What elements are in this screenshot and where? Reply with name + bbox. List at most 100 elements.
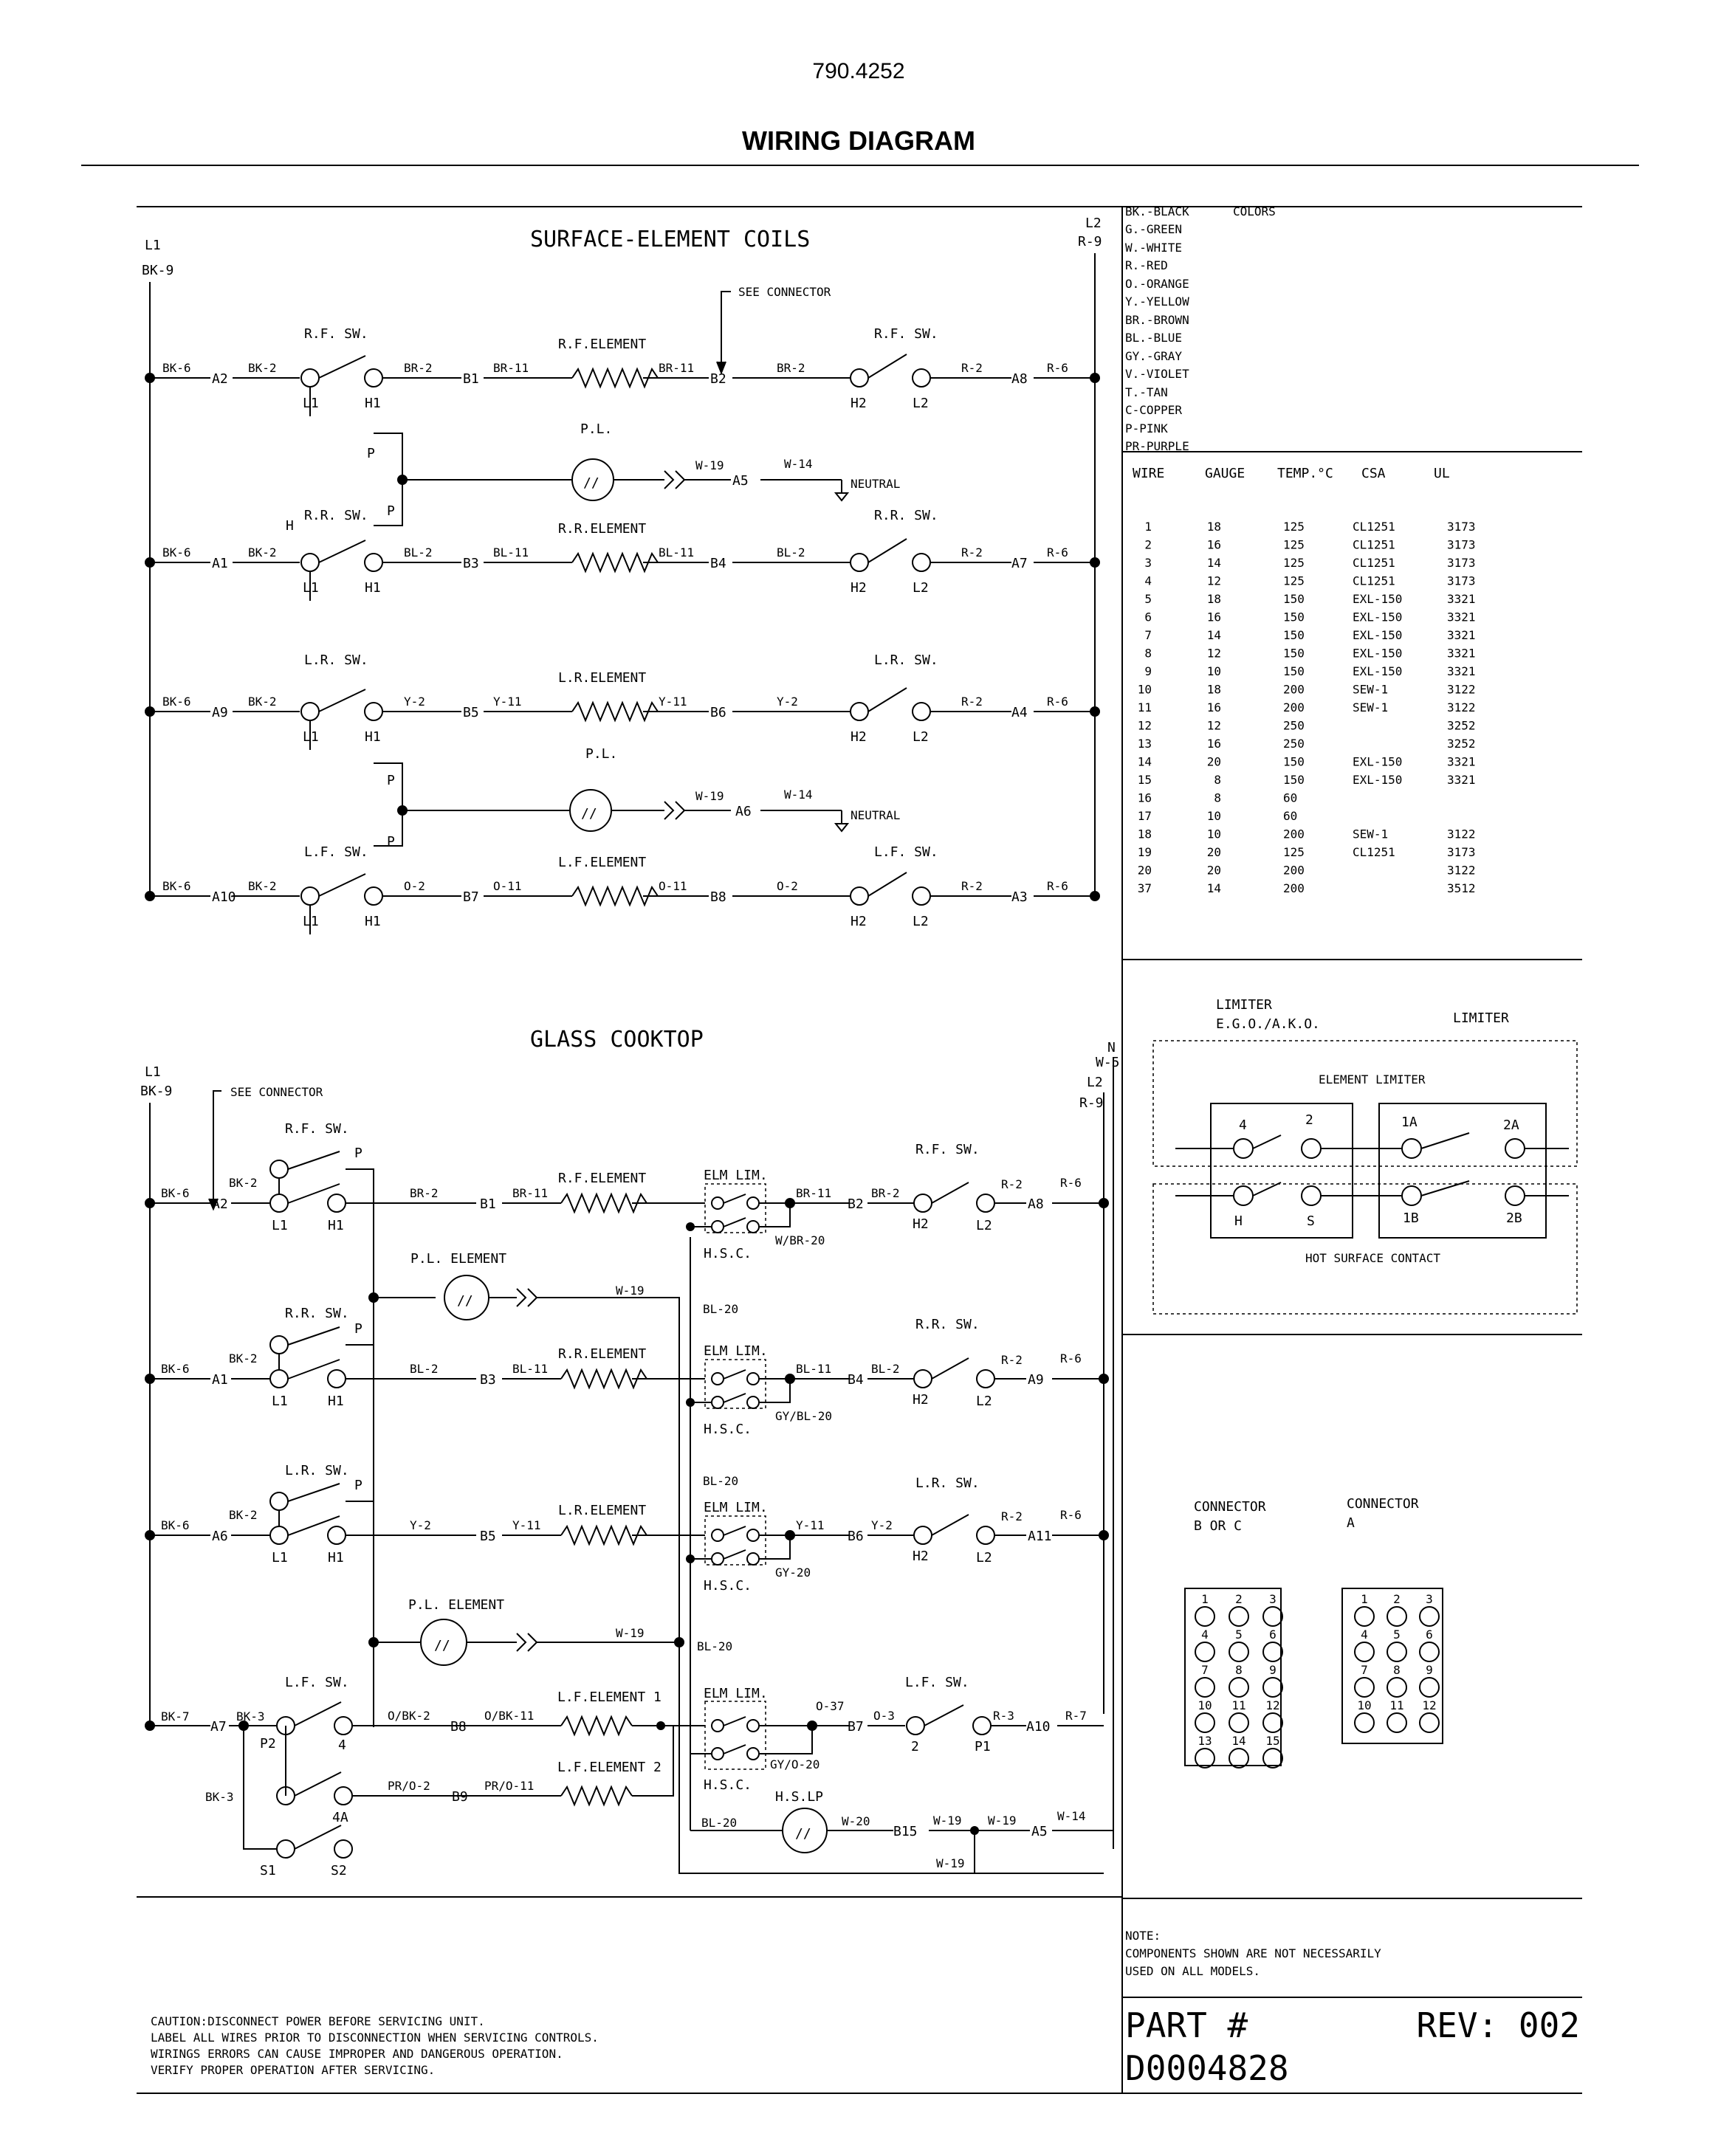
terminal-label: A1 <box>212 556 228 571</box>
wire-label: BK-6 <box>161 1186 190 1200</box>
terminal-label: B7 <box>463 889 479 905</box>
terminal-label: B3 <box>463 556 479 571</box>
wire-table-cell: 6 <box>1144 610 1152 624</box>
limiter-left-subtitle: E.G.O./A.K.O. <box>1216 1016 1320 1032</box>
wire-table-cell: CL1251 <box>1353 556 1395 570</box>
wire-label: BK-2 <box>229 1508 258 1522</box>
wire-label: BK-6 <box>161 1362 190 1376</box>
n-label: N <box>1107 1040 1116 1055</box>
neutral-label: NEUTRAL <box>851 477 900 491</box>
wire-table-cell: 37 <box>1138 881 1152 895</box>
switch-contact <box>850 368 869 388</box>
terminal-label: A7 <box>210 1719 227 1735</box>
wire-table-cell: 10 <box>1207 827 1221 841</box>
connector-pin <box>1354 1712 1375 1733</box>
wire-table-cell: EXL-150 <box>1353 773 1402 787</box>
pilot-light-glyph: // <box>795 1826 811 1842</box>
wire-table-cell: 16 <box>1207 700 1221 714</box>
switch-blade <box>287 1326 340 1346</box>
pin-number: 12 <box>1265 1698 1279 1712</box>
contact <box>746 1220 760 1233</box>
switch-label: R.R. SW. <box>874 508 938 523</box>
switch-contact <box>912 702 931 721</box>
wire-label: GY-20 <box>775 1566 811 1580</box>
pin-number: 4 <box>1361 1628 1368 1642</box>
wire-label: W-19 <box>616 1626 645 1640</box>
terminal-label: B6 <box>848 1529 864 1544</box>
pin-number: 13 <box>1198 1734 1212 1748</box>
wire-label: R-6 <box>1047 879 1068 893</box>
terminal-label: A2 <box>212 371 228 387</box>
pin-number: 3 <box>1426 1592 1433 1606</box>
cooktop-title: GLASS COOKTOP <box>530 1027 704 1053</box>
wire-label: BK-6 <box>162 695 191 709</box>
lf-switch2-label: L.F. SW. <box>905 1675 969 1690</box>
wire-table-cell: 12 <box>1138 719 1152 733</box>
connector-arrow-icon <box>664 470 686 489</box>
pin-label: H1 <box>328 1394 344 1409</box>
switch-label: R.F. SW. <box>915 1142 980 1157</box>
wire-table-cell: 16 <box>1207 610 1221 624</box>
hsc-label: H.S.C. <box>704 1777 752 1793</box>
wire-table-cell: 14 <box>1207 881 1221 895</box>
connector-a-subtitle: A <box>1347 1515 1355 1531</box>
pin-label: 4 <box>338 1737 346 1753</box>
pin-label: P <box>387 503 395 519</box>
limiter-left-title: LIMITER <box>1216 997 1272 1013</box>
element-label: L.F.ELEMENT <box>558 855 646 870</box>
terminal-label: B5 <box>480 1529 496 1544</box>
wire-table-cell: 125 <box>1283 538 1305 552</box>
switch-contact <box>300 702 320 721</box>
see-connector-label: SEE CONNECTOR <box>738 285 831 299</box>
wire-table-cell: 3173 <box>1447 845 1476 859</box>
pin-label: P <box>387 834 395 850</box>
wire-table-cell: 125 <box>1283 520 1305 534</box>
color-item: R.-RED <box>1125 258 1168 272</box>
connector-pin <box>1354 1677 1375 1698</box>
terminal-label: B9 <box>452 1789 468 1805</box>
pin-number: 5 <box>1235 1628 1243 1642</box>
wire-table-cell: 3321 <box>1447 664 1476 678</box>
wire-label: R-6 <box>1060 1351 1082 1365</box>
wire-label: R-2 <box>1001 1509 1023 1523</box>
hslp-row: BL-20 // H.S.LP W-20 B15 W-19 W-19 A5 W-… <box>690 1789 1113 1873</box>
switch-contact <box>850 886 869 906</box>
wire-table-cell: 8 <box>1214 791 1221 805</box>
elm-lim-label: ELM LIM. <box>704 1500 768 1515</box>
switch-contact <box>912 553 931 572</box>
wire-table-cell: 200 <box>1283 881 1305 895</box>
wire-label: R-6 <box>1047 361 1068 375</box>
pilot-light-1: // P.L. W-19 A5 W-14 NEUTRAL <box>402 421 900 502</box>
pin-label: H2 <box>851 396 867 411</box>
ego-limiter <box>1210 1103 1353 1239</box>
connector-pin <box>1354 1606 1375 1627</box>
wire <box>374 433 403 480</box>
wire-label: R-6 <box>1060 1176 1082 1190</box>
contact <box>711 1529 724 1542</box>
pin-number: 4 <box>1201 1628 1209 1642</box>
connector-pin <box>1229 1677 1249 1698</box>
switch-contact <box>364 368 383 388</box>
wire-label: BL-2 <box>777 545 805 559</box>
color-item: P-PINK <box>1125 421 1168 435</box>
contact <box>711 1196 724 1210</box>
wire-label: W-14 <box>1057 1809 1086 1823</box>
terminal-label: A10 <box>212 889 236 905</box>
wire-label: Y-2 <box>404 695 425 709</box>
junction-dot <box>1090 706 1100 717</box>
pin-label: H1 <box>365 729 381 745</box>
terminal-label-h: H <box>1234 1213 1243 1229</box>
switch-contact <box>976 1526 995 1545</box>
terminal-2b <box>1505 1185 1525 1206</box>
connector-pin <box>1229 1606 1249 1627</box>
wire-label: O/BK-2 <box>388 1709 430 1723</box>
model-number: 790.4252 <box>812 59 904 83</box>
contact-blade <box>723 1217 746 1227</box>
switch-contact <box>269 1492 289 1511</box>
wire-table-cell: 150 <box>1283 664 1305 678</box>
color-item: C-COPPER <box>1125 403 1182 417</box>
pl-label: P.L. <box>585 746 617 762</box>
terminal-label-1b: 1B <box>1403 1210 1419 1226</box>
